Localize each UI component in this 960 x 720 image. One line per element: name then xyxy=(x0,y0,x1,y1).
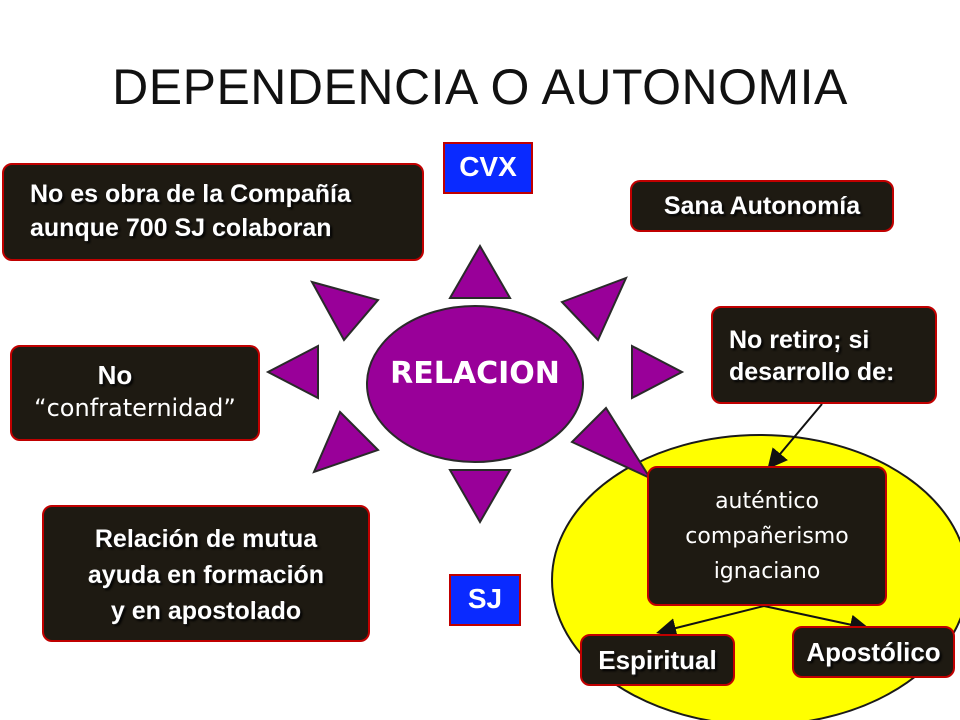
ray-bottom-left xyxy=(312,410,380,474)
mutua-line-2: ayuda en formación xyxy=(87,561,325,589)
center-ellipse xyxy=(366,305,584,463)
confra-line-2: “confraternidad” xyxy=(34,394,236,422)
companerismo-line-2: compañerismo xyxy=(685,524,849,549)
ray-bottom xyxy=(448,469,512,525)
ray-top-left xyxy=(309,280,380,342)
sj-tag: SJ xyxy=(449,574,521,626)
ray-top xyxy=(448,243,512,299)
retiro-line-1: No retiro; si xyxy=(729,326,870,354)
companerismo-line-3: ignaciano xyxy=(713,559,821,584)
obra-line-2: aunque 700 SJ colaboran xyxy=(30,214,332,242)
ray-top-right xyxy=(560,276,628,342)
mutua-line-1: Relación de mutua xyxy=(94,525,318,553)
retiro-line-2: desarrollo de: xyxy=(729,358,895,386)
arrow-to-companerismo xyxy=(767,403,823,470)
ray-right xyxy=(631,344,685,400)
box-apostolico: Apostólico xyxy=(792,626,955,678)
arrow-to-espiritual xyxy=(656,605,765,638)
obra-line-1: No es obra de la Compañía xyxy=(30,180,351,208)
arrow-to-apostolico xyxy=(763,605,870,635)
ray-left xyxy=(265,344,319,400)
confra-line-1: No xyxy=(97,360,133,390)
box-obra-compania: No es obra de la Compañía aunque 700 SJ … xyxy=(2,163,424,261)
star-rays xyxy=(265,243,685,525)
page-title: DEPENDENCIA O AUTONOMIA xyxy=(112,59,848,115)
cvx-tag: CVX xyxy=(443,142,533,194)
box-confraternidad: No “confraternidad” xyxy=(10,345,260,441)
box-sana-autonomia: Sana Autonomía xyxy=(630,180,894,232)
box-no-retiro: No retiro; si desarrollo de: xyxy=(711,306,937,404)
box-companerismo: auténtico compañerismo ignaciano xyxy=(647,466,887,606)
center-label: RELACION xyxy=(390,356,560,391)
mutua-line-3: y en apostolado xyxy=(110,597,302,625)
companerismo-line-1: auténtico xyxy=(715,489,819,514)
box-espiritual: Espiritual xyxy=(580,634,735,686)
ray-bottom-right xyxy=(570,406,653,481)
box-mutua-ayuda: Relación de mutua ayuda en formación y e… xyxy=(42,505,370,642)
